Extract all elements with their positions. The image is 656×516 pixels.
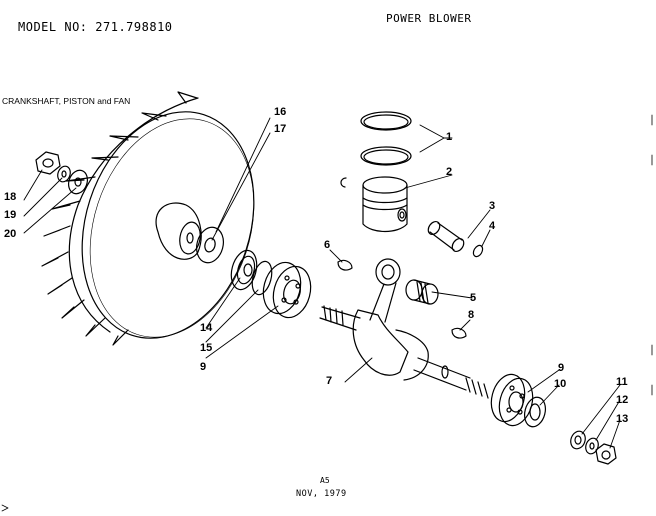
fan-back-plate xyxy=(68,97,199,333)
model-number: 271.798810 xyxy=(95,20,173,34)
part-13-nut xyxy=(595,443,617,465)
callout-20: 20 xyxy=(4,228,16,240)
print-date: NOV, 1979 xyxy=(296,489,347,499)
part-2-piston xyxy=(340,176,408,233)
fan-blades xyxy=(41,91,198,346)
fan-disc xyxy=(81,111,255,339)
part-17-washer xyxy=(196,226,224,264)
part-7-crankshaft xyxy=(319,258,489,399)
part-3-piston-pin xyxy=(427,220,465,253)
part-15-ring xyxy=(251,260,273,296)
leader-lines xyxy=(23,117,621,449)
callout-9-left: 9 xyxy=(200,361,206,373)
piston-pin-clip-left xyxy=(340,177,347,188)
model-label: MODEL NO: xyxy=(18,20,88,34)
callout-8: 8 xyxy=(468,309,474,321)
callout-15: 15 xyxy=(200,342,212,354)
section-title: CRANKSHAFT, PISTON and FAN xyxy=(2,96,131,106)
part-19-lockwasher xyxy=(57,165,71,183)
callout-7: 7 xyxy=(326,375,332,387)
part-6-key xyxy=(337,259,353,271)
callout-5: 5 xyxy=(470,292,476,304)
callout-17: 17 xyxy=(274,123,286,135)
part-4-clip xyxy=(472,244,484,258)
callout-16: 16 xyxy=(274,106,286,118)
fan-impeller xyxy=(41,91,255,346)
callout-19: 19 xyxy=(4,209,16,221)
callout-2: 2 xyxy=(446,166,452,178)
callout-18: 18 xyxy=(4,191,16,203)
fan-hub xyxy=(155,202,202,260)
callout-3: 3 xyxy=(489,200,495,212)
callout-12: 12 xyxy=(616,394,628,406)
callout-6: 6 xyxy=(324,239,330,251)
part-9-bearing-left xyxy=(262,261,312,319)
page-id: A5 xyxy=(320,476,330,485)
part-20-washer xyxy=(67,169,89,195)
part-1-piston-rings xyxy=(360,111,412,166)
callout-14: 14 xyxy=(200,322,213,334)
callout-labels: 1 2 3 4 5 6 7 8 9 9 10 11 12 13 14 15 16… xyxy=(4,106,628,425)
callout-9-right: 9 xyxy=(558,362,564,374)
callout-10: 10 xyxy=(554,378,566,390)
part-14-seal xyxy=(230,249,258,291)
callout-4: 4 xyxy=(489,220,496,232)
part-5-needle-bearing xyxy=(405,279,439,305)
part-18-nut xyxy=(35,151,61,175)
part-11-washer xyxy=(570,430,586,450)
model-number-line: MODEL NO: 271.798810 xyxy=(18,20,173,34)
edge-marks xyxy=(1,114,653,512)
callout-13: 13 xyxy=(616,413,628,425)
page-title: POWER BLOWER xyxy=(386,12,472,25)
callout-11: 11 xyxy=(616,376,628,388)
part-8-key xyxy=(451,327,467,339)
part-12-lockwasher xyxy=(585,437,599,455)
part-10-seal xyxy=(523,396,547,428)
callout-1: 1 xyxy=(446,131,452,143)
